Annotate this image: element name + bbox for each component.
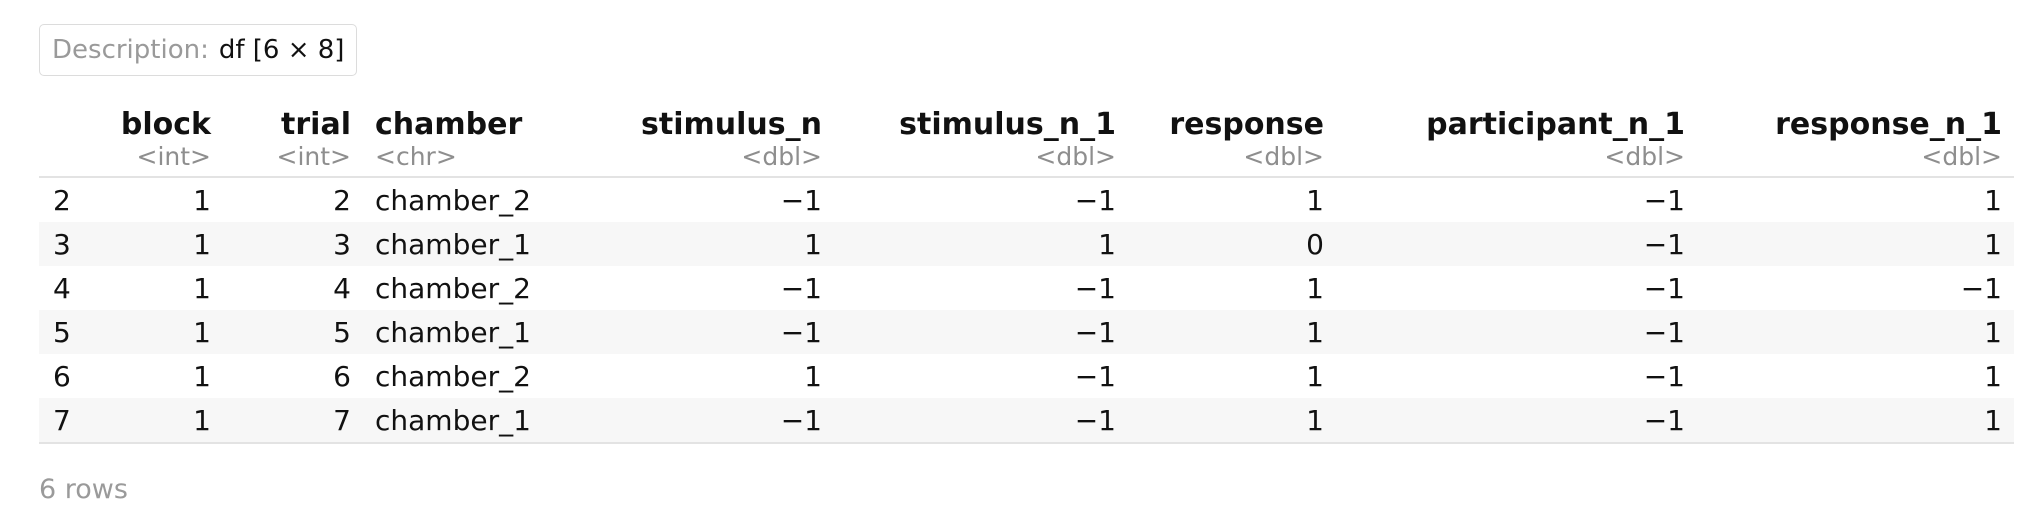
cell-participant-n-1: −1 (1643, 403, 1685, 437)
table-row: 6 1 6 chamber_2 1 −1 1 −1 1 (39, 354, 2014, 398)
cell-stimulus-n: −1 (780, 271, 822, 305)
column-header-block[interactable]: block <int> (89, 104, 223, 177)
cell-response-n-1: 1 (1984, 227, 2002, 261)
cell-chamber: chamber_1 (375, 315, 531, 349)
table-row: 4 1 4 chamber_2 −1 −1 1 −1 −1 (39, 266, 2014, 310)
cell-trial: 4 (333, 271, 351, 305)
row-count-footer: 6 rows (39, 474, 128, 505)
column-header-response-n-1[interactable]: response_n_1 <dbl> (1697, 104, 2014, 177)
cell-chamber: chamber_2 (375, 271, 531, 305)
cell-response: 1 (1306, 183, 1324, 217)
column-name: chamber (375, 107, 523, 142)
column-header-chamber[interactable]: chamber <chr> (363, 104, 583, 177)
column-header-participant-n-1[interactable]: participant_n_1 <dbl> (1336, 104, 1697, 177)
cell-response: 0 (1306, 227, 1324, 261)
data-table-container: block <int> trial <int> chamber <chr> st… (39, 104, 2014, 444)
column-name: stimulus_n (641, 107, 822, 142)
column-type: <dbl> (741, 142, 822, 171)
row-name-cell: 2 (53, 183, 71, 217)
cell-stimulus-n: 1 (804, 359, 822, 393)
cell-chamber: chamber_1 (375, 227, 531, 261)
column-type: <dbl> (1604, 142, 1685, 171)
table-row: 5 1 5 chamber_1 −1 −1 1 −1 1 (39, 310, 2014, 354)
table-row: 7 1 7 chamber_1 −1 −1 1 −1 1 (39, 398, 2014, 443)
cell-response: 1 (1306, 315, 1324, 349)
cell-participant-n-1: −1 (1643, 227, 1685, 261)
cell-response: 1 (1306, 359, 1324, 393)
row-name-cell: 5 (53, 315, 71, 349)
column-name: response_n_1 (1775, 107, 2002, 142)
cell-participant-n-1: −1 (1643, 359, 1685, 393)
cell-block: 1 (193, 403, 211, 437)
column-type: <dbl> (1921, 142, 2002, 171)
header-row: block <int> trial <int> chamber <chr> st… (39, 104, 2014, 177)
cell-trial: 2 (333, 183, 351, 217)
row-name-cell: 7 (53, 403, 71, 437)
cell-stimulus-n-1: 1 (1098, 227, 1116, 261)
description-box: Description: df [6 × 8] (39, 24, 358, 76)
cell-response-n-1: 1 (1984, 359, 2002, 393)
cell-chamber: chamber_2 (375, 183, 531, 217)
cell-trial: 6 (333, 359, 351, 393)
cell-response: 1 (1306, 271, 1324, 305)
cell-block: 1 (193, 271, 211, 305)
column-name: participant_n_1 (1426, 107, 1685, 142)
cell-participant-n-1: −1 (1643, 271, 1685, 305)
cell-stimulus-n: −1 (780, 315, 822, 349)
cell-stimulus-n: −1 (780, 183, 822, 217)
column-header-stimulus-n-1[interactable]: stimulus_n_1 <dbl> (834, 104, 1128, 177)
cell-block: 1 (193, 359, 211, 393)
cell-chamber: chamber_1 (375, 403, 531, 437)
column-header-trial[interactable]: trial <int> (223, 104, 363, 177)
cell-response-n-1: 1 (1984, 183, 2002, 217)
column-name: trial (281, 107, 351, 142)
table-header: block <int> trial <int> chamber <chr> st… (39, 104, 2014, 177)
row-name-cell: 3 (53, 227, 71, 261)
cell-stimulus-n-1: −1 (1074, 271, 1116, 305)
row-name-cell: 6 (53, 359, 71, 393)
cell-response-n-1: 1 (1984, 403, 2002, 437)
cell-trial: 5 (333, 315, 351, 349)
cell-block: 1 (193, 227, 211, 261)
cell-trial: 7 (333, 403, 351, 437)
cell-response: 1 (1306, 403, 1324, 437)
cell-stimulus-n-1: −1 (1074, 183, 1116, 217)
cell-block: 1 (193, 315, 211, 349)
cell-stimulus-n-1: −1 (1074, 359, 1116, 393)
cell-chamber: chamber_2 (375, 359, 531, 393)
table-row: 2 1 2 chamber_2 −1 −1 1 −1 1 (39, 177, 2014, 222)
column-type: <int> (136, 142, 212, 171)
column-type: <dbl> (1243, 142, 1324, 171)
column-name: response (1169, 107, 1324, 142)
column-type: <chr> (375, 142, 457, 171)
cell-stimulus-n-1: −1 (1074, 403, 1116, 437)
column-header-stimulus-n[interactable]: stimulus_n <dbl> (583, 104, 834, 177)
column-type: <int> (276, 142, 352, 171)
column-name: stimulus_n_1 (899, 107, 1116, 142)
cell-participant-n-1: −1 (1643, 183, 1685, 217)
rowname-header (39, 104, 89, 177)
cell-trial: 3 (333, 227, 351, 261)
description-value: df [6 × 8] (218, 35, 345, 65)
data-table: block <int> trial <int> chamber <chr> st… (39, 104, 2014, 444)
cell-response-n-1: 1 (1984, 315, 2002, 349)
description-label: Description: (52, 35, 209, 65)
column-header-response[interactable]: response <dbl> (1128, 104, 1336, 177)
cell-stimulus-n-1: −1 (1074, 315, 1116, 349)
table-row: 3 1 3 chamber_1 1 1 0 −1 1 (39, 222, 2014, 266)
column-name: block (120, 107, 211, 142)
cell-response-n-1: −1 (1960, 271, 2002, 305)
cell-stimulus-n: 1 (804, 227, 822, 261)
column-type: <dbl> (1035, 142, 1116, 171)
cell-participant-n-1: −1 (1643, 315, 1685, 349)
table-body: 2 1 2 chamber_2 −1 −1 1 −1 1 3 1 3 chamber_1 1 1 0 −1 1 4 1… (39, 177, 2014, 443)
row-name-cell: 4 (53, 271, 71, 305)
cell-stimulus-n: −1 (780, 403, 822, 437)
cell-block: 1 (193, 183, 211, 217)
